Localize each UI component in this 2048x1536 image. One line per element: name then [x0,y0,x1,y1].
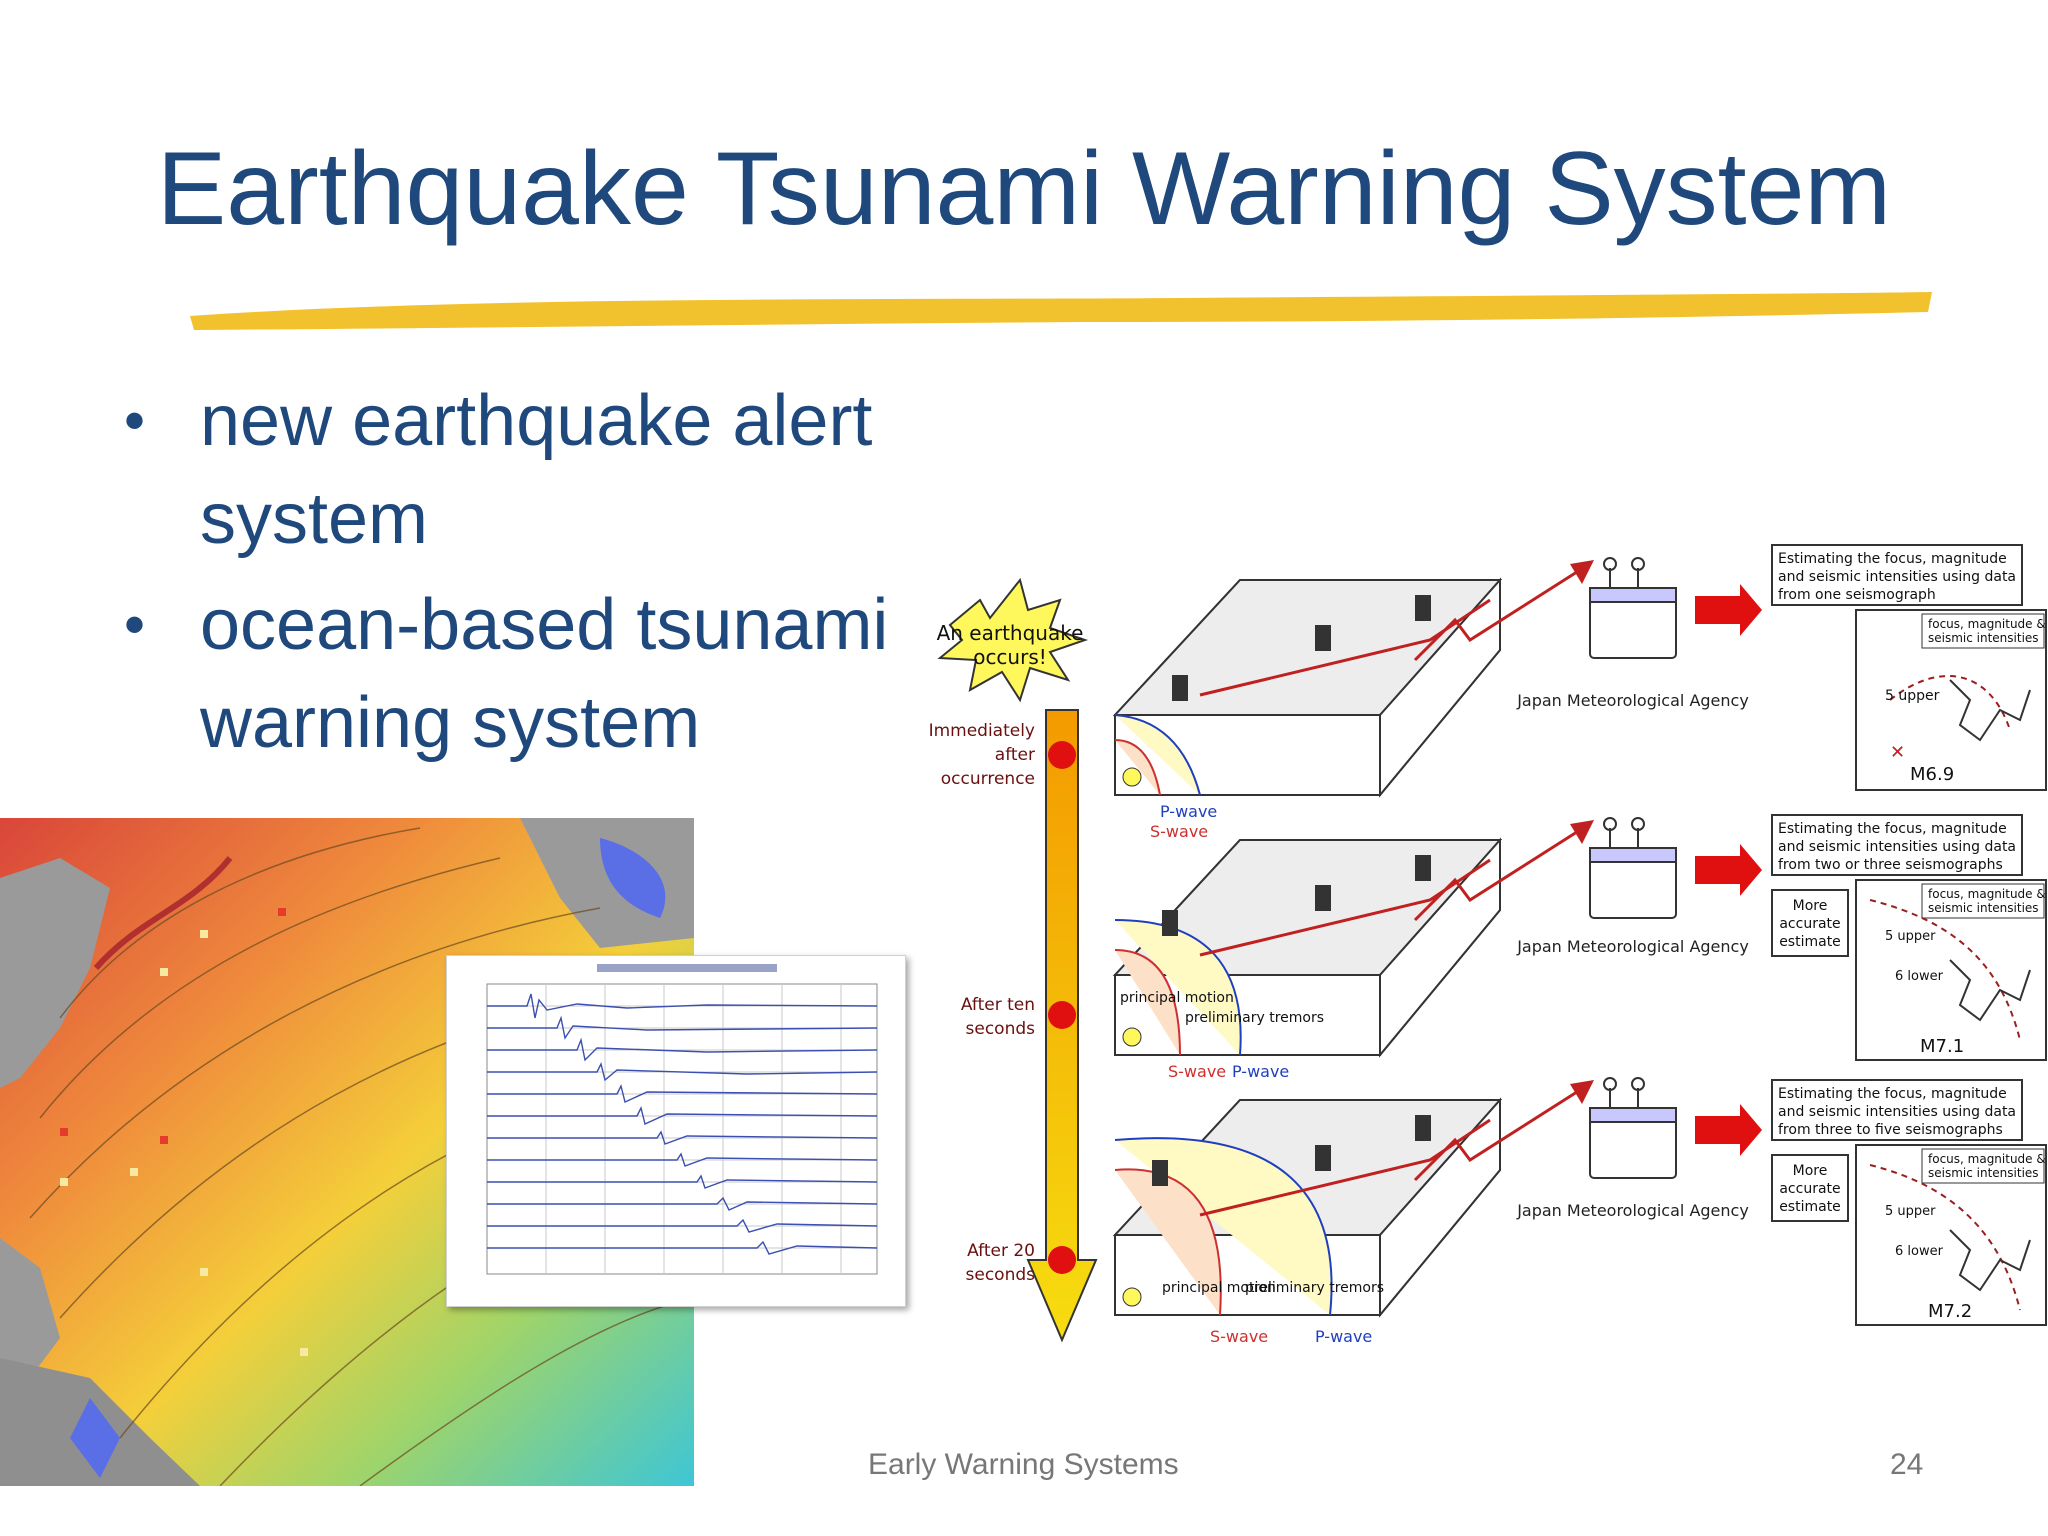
estimate-text: from one seismograph [1778,587,1936,603]
legend-text: seismic intensities [1928,631,2039,645]
magnitude-label: M6.9 [1910,764,1954,785]
timeline-label: after [995,745,1035,765]
bullet-item: •new earthquake alert system [124,381,873,559]
timeline-label: occurrence [941,769,1035,789]
legend-text: seismic intensities [1928,901,2039,915]
wave-label: P-wave [1160,802,1217,821]
footer-text: Early Warning Systems [868,1448,1179,1481]
motion-label: principal motion [1120,990,1234,1006]
wave-label: P-wave [1232,1062,1289,1081]
timeline-label: After ten [961,995,1035,1015]
arrow-right-icon [1695,1104,1762,1156]
seismograph-chart-image [446,955,906,1307]
magnitude-label: M7.1 [1920,1036,1964,1057]
accuracy-label: More [1793,1163,1828,1179]
estimate-text: from three to five seismographs [1778,1122,2003,1138]
legend-text: focus, magnitude & [1928,887,2046,901]
wave-label: S-wave [1150,822,1208,841]
agency-building-icon [1589,557,1677,659]
warning-panel: principal motion preliminary tremors S-w… [1112,820,1594,1081]
title-highlight-stroke [190,292,1932,330]
bullet-text: ocean-based tsunami warning system [200,585,889,763]
accuracy-label: estimate [1779,934,1841,950]
warning-panel: P-wave S-wave [1112,560,1594,841]
burst-label: An earthquake [937,621,1084,645]
earthquake-burst-icon [937,577,1089,703]
intensity-label: 5 upper [1885,688,1940,704]
intensity-label: 6 lower [1895,969,1944,984]
slide-number: 24 [1890,1448,1924,1481]
accuracy-label: accurate [1779,1181,1840,1197]
estimate-text: Estimating the focus, magnitude [1778,551,2007,567]
agency-label: Japan Meteorological Agency [1516,691,1749,710]
estimate-text: and seismic intensities using data [1778,569,2016,585]
agency-building-icon [1589,1077,1677,1179]
earthquake-warning-diagram: An earthquake occurs! Immediately after … [929,544,2047,1346]
estimate-text: and seismic intensities using data [1778,839,2016,855]
motion-label: preliminary tremors [1185,1010,1324,1026]
magnitude-label: M7.2 [1928,1301,1972,1322]
wave-label: S-wave [1210,1327,1268,1346]
alert-dot-icon [1048,1246,1076,1274]
timeline-label: Immediately [929,721,1035,741]
warning-panel: principal motion preliminary tremors S-w… [1112,1080,1594,1346]
wave-label: P-wave [1315,1327,1372,1346]
burst-label: occurs! [973,645,1047,669]
estimate-text: from two or three seismographs [1778,857,2003,873]
bullet-list: •new earthquake alert system •ocean-base… [120,372,940,780]
legend-text: seismic intensities [1928,1166,2039,1180]
intensity-label: 5 upper [1885,1204,1936,1219]
alert-dot-icon [1048,741,1076,769]
accuracy-label: accurate [1779,916,1840,932]
timeline-label: After 20 [967,1241,1035,1261]
intensity-label: 5 upper [1885,929,1936,944]
accuracy-label: estimate [1779,1199,1841,1215]
wave-label: S-wave [1168,1062,1226,1081]
legend-text: focus, magnitude & [1928,1152,2046,1166]
timeline-label: seconds [966,1019,1036,1039]
agency-label: Japan Meteorological Agency [1516,937,1749,956]
legend-text: focus, magnitude & [1928,617,2046,631]
estimate-text: and seismic intensities using data [1778,1104,2016,1120]
motion-label: preliminary tremors [1245,1280,1384,1296]
agency-building-icon [1589,817,1677,919]
agency-label: Japan Meteorological Agency [1516,1201,1749,1220]
estimate-text: Estimating the focus, magnitude [1778,1086,2007,1102]
bullet-text: new earthquake alert system [200,381,873,559]
epicenter-icon: ✕ [1890,742,1905,763]
estimate-text: Estimating the focus, magnitude [1778,821,2007,837]
motion-label: principal motion [1162,1280,1276,1296]
accuracy-label: More [1793,898,1828,914]
arrow-right-icon [1695,584,1762,636]
timeline-label: seconds [966,1265,1036,1285]
slide-title: Earthquake Tsunami Warning System [156,131,1892,247]
intensity-label: 6 lower [1895,1244,1944,1259]
arrow-right-icon [1695,844,1762,896]
alert-dot-icon [1048,1001,1076,1029]
bullet-item: •ocean-based tsunami warning system [124,585,889,763]
